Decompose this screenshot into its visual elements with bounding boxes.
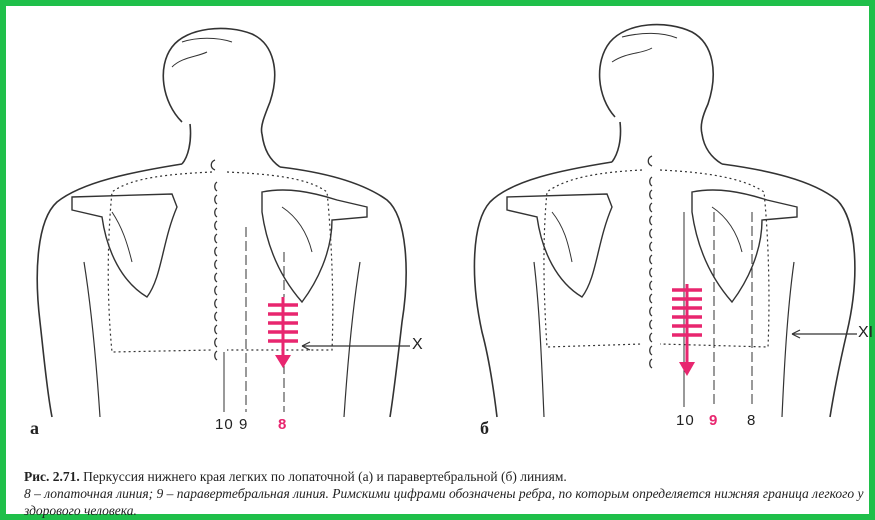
panel-a-line-label-10: 10	[215, 416, 234, 433]
figure-area: а 10 9 8 X б 10 9 8 XI Рис. 2.71. Перкус…	[12, 12, 875, 520]
panel-b-torso	[474, 162, 612, 417]
panel-b-spine	[648, 156, 652, 368]
caption-legend: 8 – лопаточная линия; 9 – паравертебраль…	[24, 486, 864, 518]
panel-a-left-scapula	[72, 194, 177, 297]
caption-figure-number: Рис. 2.71.	[24, 469, 80, 484]
panel-b-line-label-10: 10	[676, 412, 695, 429]
panel-a-head	[163, 28, 274, 134]
panel-a-percussion-marks	[268, 297, 298, 357]
panel-b-lung-outline	[544, 170, 642, 347]
back-illustrations	[12, 12, 875, 462]
panel-b-letter: б	[480, 418, 489, 439]
panel-a-line-label-9: 9	[239, 416, 248, 433]
panel-b-line-label-8: 8	[747, 412, 756, 429]
panel-a-torso	[37, 164, 182, 417]
panel-b-figure	[474, 25, 857, 417]
panel-a-right-scapula	[262, 190, 367, 302]
panel-b-rib-label: XI	[858, 324, 873, 342]
panel-a-percussion-arrow	[275, 355, 291, 368]
panel-a-rib-label: X	[412, 336, 423, 354]
panel-a-line-label-8: 8	[278, 416, 287, 433]
panel-b-percussion-marks	[672, 284, 702, 364]
panel-a-letter: а	[30, 418, 39, 439]
panel-a-figure	[37, 28, 410, 417]
figure-caption: Рис. 2.71. Перкуссия нижнего края легких…	[24, 468, 864, 519]
panel-b-percussion-arrow	[679, 362, 695, 376]
panel-a-lung-outline	[108, 172, 212, 352]
panel-b-right-scapula	[692, 190, 797, 302]
panel-b-left-scapula	[507, 194, 612, 297]
panel-b-head	[600, 25, 714, 134]
caption-title: Перкуссия нижнего края легких по лопаточ…	[83, 469, 567, 484]
panel-a-spine	[211, 160, 217, 360]
panel-b-line-label-9: 9	[709, 412, 718, 429]
